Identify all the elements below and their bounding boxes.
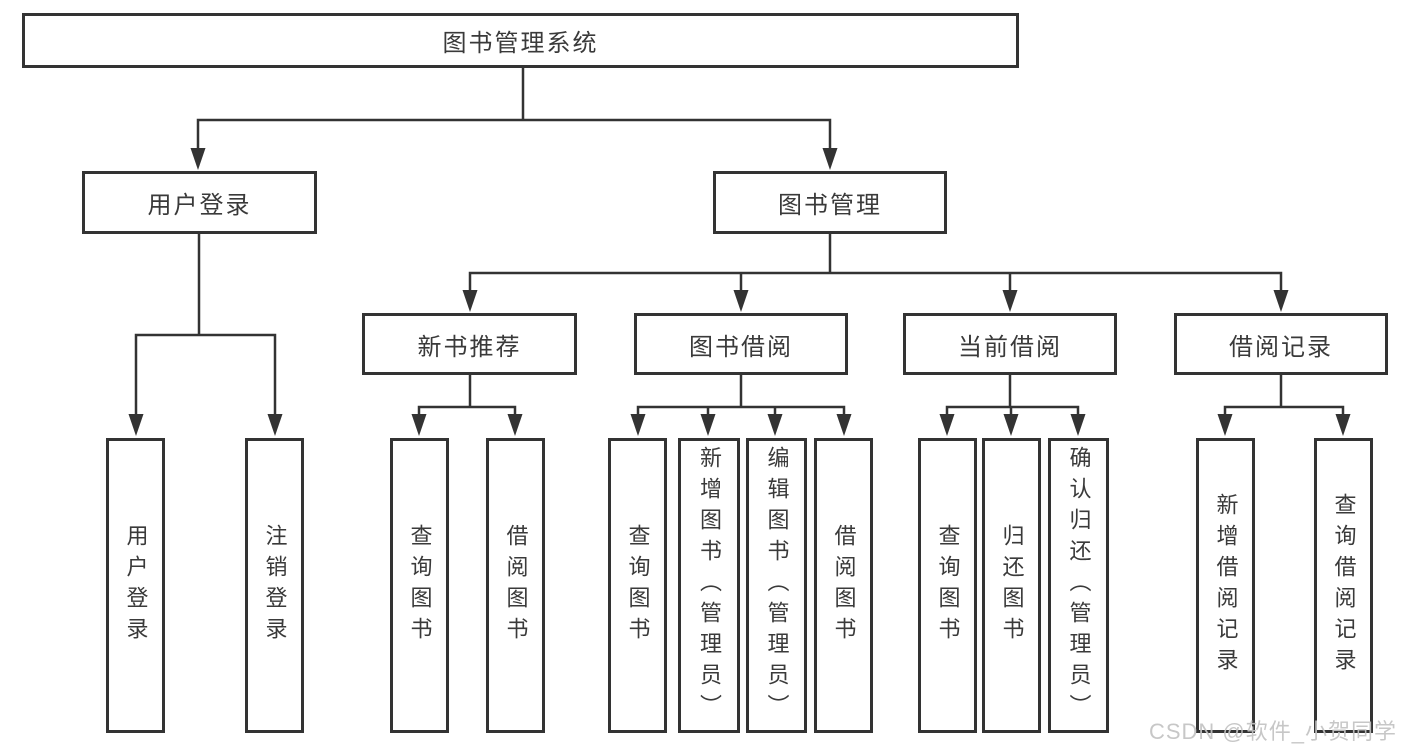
leaf-query-books-recommend-label: 查询图书 <box>407 523 433 648</box>
node-user-login: 用户登录 <box>82 171 317 234</box>
leaf-confirm-return-admin-label: 确认归还（管理员） <box>1066 446 1092 725</box>
leaf-query-books-current: 查询图书 <box>918 438 977 733</box>
node-root-label: 图书管理系统 <box>442 30 599 57</box>
leaf-borrow-books: 借阅图书 <box>814 438 873 733</box>
leaf-borrow-books-recommend-label: 借阅图书 <box>503 523 529 648</box>
node-borrow-records-label: 借阅记录 <box>1229 333 1333 361</box>
node-current-borrowing: 当前借阅 <box>903 313 1117 375</box>
leaf-query-books-current-label: 查询图书 <box>935 523 961 648</box>
leaf-query-borrow-record-label: 查询借阅记录 <box>1331 492 1357 679</box>
leaf-add-book-admin-label: 新增图书（管理员） <box>697 446 722 725</box>
csdn-watermark: CSDN @软件_小贺同学 <box>1148 719 1397 744</box>
leaf-user-login: 用户登录 <box>106 438 165 733</box>
leaf-add-borrow-record-label: 新增借阅记录 <box>1213 492 1239 679</box>
leaf-edit-book-admin-label: 编辑图书（管理员） <box>764 446 790 725</box>
node-new-book-recommend-label: 新书推荐 <box>417 333 522 361</box>
leaf-logout-label: 注销登录 <box>262 523 288 648</box>
leaf-query-books-borrowing-label: 查询图书 <box>625 523 651 648</box>
leaf-edit-book-admin: 编辑图书（管理员） <box>746 438 807 733</box>
leaf-return-books: 归还图书 <box>982 438 1041 733</box>
node-book-management-label: 图书管理 <box>778 192 882 219</box>
leaf-borrow-books-recommend: 借阅图书 <box>486 438 545 733</box>
leaf-user-login-label: 用户登录 <box>123 523 149 648</box>
leaf-query-books-recommend: 查询图书 <box>390 438 449 733</box>
node-root: 图书管理系统 <box>22 13 1019 68</box>
node-book-borrowing-label: 图书借阅 <box>689 333 793 361</box>
node-book-borrowing: 图书借阅 <box>634 313 848 375</box>
node-new-book-recommend: 新书推荐 <box>362 313 577 375</box>
node-current-borrowing-label: 当前借阅 <box>958 333 1062 361</box>
leaf-add-borrow-record: 新增借阅记录 <box>1196 438 1255 733</box>
leaf-borrow-books-label: 借阅图书 <box>831 523 857 648</box>
node-borrow-records: 借阅记录 <box>1174 313 1388 375</box>
node-user-login-label: 用户登录 <box>147 192 252 219</box>
leaf-query-borrow-record: 查询借阅记录 <box>1314 438 1373 733</box>
node-book-management: 图书管理 <box>713 171 947 234</box>
leaf-query-books-borrowing: 查询图书 <box>608 438 667 733</box>
leaf-logout: 注销登录 <box>245 438 304 733</box>
leaf-confirm-return-admin: 确认归还（管理员） <box>1048 438 1109 733</box>
leaf-return-books-label: 归还图书 <box>999 523 1025 648</box>
leaf-add-book-admin: 新增图书（管理员） <box>678 438 740 733</box>
